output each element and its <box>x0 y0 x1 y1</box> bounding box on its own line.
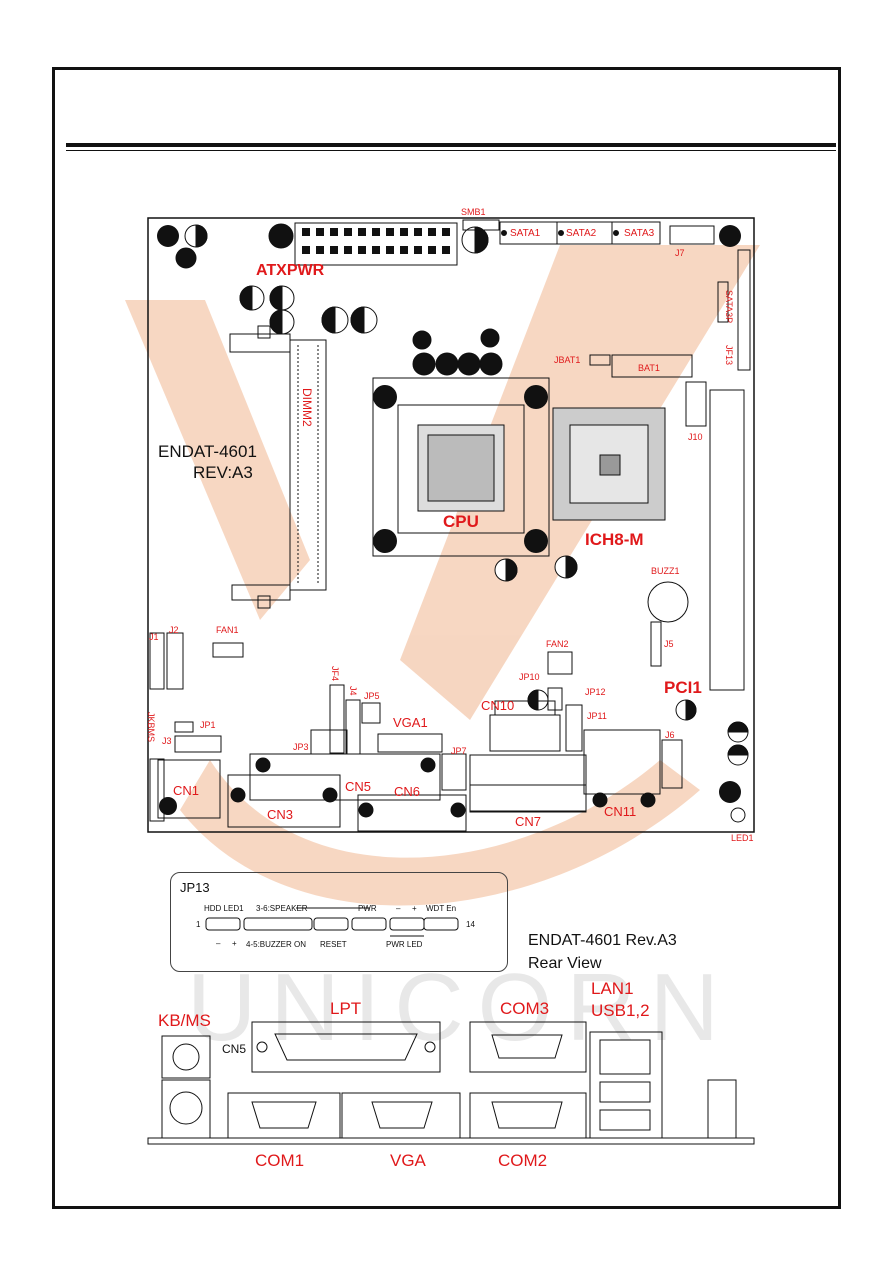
cn3-label: CN3 <box>267 807 294 822</box>
cn6-label: CN6 <box>394 784 421 799</box>
cpu-socket <box>372 377 550 557</box>
legend-hdd-led1: HDD LED1 <box>204 904 244 913</box>
legend-reset: RESET <box>320 940 347 949</box>
atxpwr-connector <box>294 222 458 266</box>
jf4-label: JF4 <box>330 666 340 682</box>
jp12-label: JP12 <box>585 687 606 697</box>
rear-com2-label: COM2 <box>498 1151 548 1170</box>
sata1-label: SATA1 <box>510 228 541 239</box>
rear-usb12-label: USB1,2 <box>591 1001 650 1020</box>
rear-lpt-label: LPT <box>330 999 362 1018</box>
legend-plus-bottom: + <box>232 939 237 948</box>
legend-pwr: PWR <box>358 904 377 913</box>
cn10-label: CN10 <box>481 698 515 713</box>
cn7-label: CN7 <box>515 814 542 829</box>
smb1-label: SMB1 <box>461 207 486 217</box>
vga1-label: VGA1 <box>393 715 428 730</box>
legend-wdt-en: WDT En <box>426 904 457 913</box>
rear-kbms-label: KB/MS <box>158 1011 211 1030</box>
rear-lan1-label: LAN1 <box>591 979 634 998</box>
j3-label: J3 <box>162 736 172 746</box>
pci1-label: PCI1 <box>664 678 702 697</box>
board-rear-connectors <box>227 753 656 832</box>
board-model: ENDAT-4601 <box>158 442 257 461</box>
fan1-label: FAN1 <box>216 625 239 635</box>
dimm2-slot <box>229 325 327 609</box>
j2-label: J2 <box>169 625 179 635</box>
jp5-label: JP5 <box>364 691 380 701</box>
board-revision: REV:A3 <box>193 463 253 482</box>
jp13-legend <box>170 872 508 972</box>
j5-label: J5 <box>664 639 674 649</box>
legend-title: JP13 <box>180 880 210 895</box>
cn5-label: CN5 <box>345 779 372 794</box>
jp13-pin-row <box>205 907 459 937</box>
j10-label: J10 <box>688 432 703 442</box>
cn1-label: CN1 <box>173 783 200 798</box>
rear-cn5-label: CN5 <box>222 1042 247 1056</box>
misc-headers <box>149 354 745 691</box>
legend-minus-bottom: – <box>216 939 221 948</box>
rear-com1-label: COM1 <box>255 1151 305 1170</box>
dimm2-label: DIMM2 <box>300 388 314 427</box>
capacitors <box>175 223 749 823</box>
jp1-label: JP1 <box>200 720 216 730</box>
sata3p-label: SATA3P <box>724 290 734 324</box>
bat1-label: BAT1 <box>638 363 660 373</box>
legend-pin-14: 14 <box>466 920 475 929</box>
jkbms-label: JKBMS <box>146 712 156 743</box>
buzz1-label: BUZZ1 <box>651 566 680 576</box>
jbat1-label: JBAT1 <box>554 355 581 365</box>
jf13-label: JF13 <box>724 345 734 366</box>
jp11-label: JP11 <box>587 711 607 721</box>
j1-label: J1 <box>149 632 159 642</box>
sata-connectors <box>462 219 751 371</box>
header-rule-thin <box>66 150 836 151</box>
legend-minus-top: – <box>396 904 401 913</box>
jp10-label: JP10 <box>519 672 540 682</box>
rear-view-panel <box>147 1021 755 1145</box>
ich8m-chip <box>552 407 666 521</box>
j4-label: J4 <box>348 686 358 696</box>
fan2-label: FAN2 <box>546 639 569 649</box>
cn11-label: CN11 <box>604 804 637 819</box>
rear-title-line2: Rear View <box>528 955 602 972</box>
legend-speaker: 3-6:SPEAKER <box>256 904 308 913</box>
page-frame <box>52 67 841 1209</box>
rear-vga-label: VGA <box>390 1151 426 1170</box>
io-headers <box>149 684 683 822</box>
j6-label: J6 <box>665 730 675 740</box>
sata3-label: SATA3 <box>624 228 655 239</box>
legend-pin-1: 1 <box>196 920 201 929</box>
legend-buzzer-on: 4-5:BUZZER ON <box>246 940 307 949</box>
legend-pwr-led: PWR LED <box>386 940 423 949</box>
jp3-label: JP3 <box>293 742 309 752</box>
jp7-label: JP7 <box>451 746 467 756</box>
rear-title-line1: ENDAT-4601 Rev.A3 <box>528 932 677 949</box>
atxpwr-label: ATXPWR <box>256 262 325 279</box>
ich8m-label: ICH8-M <box>585 530 644 549</box>
board-outline <box>147 217 755 833</box>
sata2-label: SATA2 <box>566 228 597 239</box>
rear-com3-label: COM3 <box>500 999 550 1018</box>
led1-label: LED1 <box>731 833 754 843</box>
legend-plus-top: + <box>412 904 417 913</box>
header-rule <box>66 143 836 147</box>
j7-label: J7 <box>675 248 685 258</box>
cpu-label: CPU <box>443 512 479 531</box>
